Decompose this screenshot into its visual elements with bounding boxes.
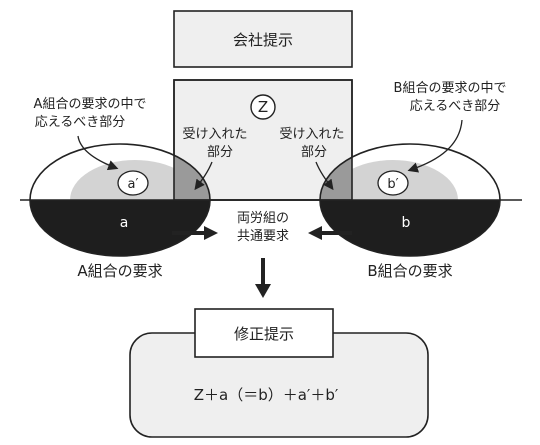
accepted-left-line2: 部分 <box>207 145 233 160</box>
a-should-meet-line1: A組合の要求の中で <box>34 97 147 112</box>
accepted-left-line1: 受け入れた <box>182 127 247 142</box>
b-prime-label: b′ <box>387 177 398 192</box>
a-prime-label: a′ <box>128 177 139 192</box>
accepted-right-arrow <box>315 161 334 191</box>
union-a-ellipse <box>29 143 211 257</box>
a-label: a <box>120 215 129 231</box>
a-prime-region <box>70 160 200 200</box>
union-b-demand-label: B組合の要求 <box>367 262 452 280</box>
a-should-meet-arrow <box>77 135 119 171</box>
b-label: b <box>402 215 411 231</box>
b-should-meet-line1: B組合の要求の中で <box>394 81 507 96</box>
a-should-meet-line2: 応えるべき部分 <box>35 115 126 130</box>
b-should-meet-arrow <box>407 119 463 173</box>
revised-offer-box <box>194 308 334 358</box>
b-prime-circle <box>377 170 409 196</box>
b-prime-region <box>328 160 458 200</box>
common-demand-line2: 共通要求 <box>237 229 289 244</box>
formula: Z＋a（＝b）＋a′＋b′ <box>194 386 339 404</box>
accepted-right-line2: 部分 <box>301 145 327 160</box>
company-offer-box <box>173 10 353 68</box>
union-a-demand-label: A組合の要求 <box>77 262 162 280</box>
accepted-left-arrow <box>194 161 213 191</box>
b-should-meet-line2: 応えるべき部分 <box>410 99 501 114</box>
z-circle <box>250 94 276 120</box>
revised-offer-label: 修正提示 <box>234 325 294 343</box>
common-demand-line1: 両労組の <box>237 211 289 226</box>
z-label: Z <box>258 98 268 116</box>
accepted-right-line1: 受け入れた <box>279 127 344 142</box>
a-prime-circle <box>117 170 149 196</box>
company-offer-label: 会社提示 <box>233 31 293 49</box>
